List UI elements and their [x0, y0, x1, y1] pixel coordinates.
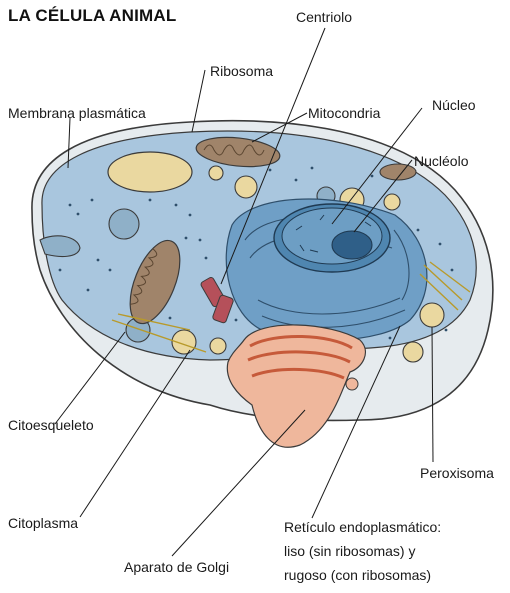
label-citoplasma: Citoplasma	[8, 514, 78, 532]
label-reticulo-line2: liso (sin ribosomas) y	[284, 542, 415, 560]
label-membrana-plasmatica: Membrana plasmática	[8, 104, 146, 122]
label-peroxisoma: Peroxisoma	[420, 464, 494, 482]
peroxisome	[420, 303, 444, 327]
label-mitocondria: Mitocondria	[308, 104, 380, 122]
lysosome	[109, 209, 139, 239]
nucleolus	[332, 231, 372, 259]
golgi-apparatus	[227, 325, 365, 447]
label-nucleo: Núcleo	[432, 96, 476, 114]
label-nucleolo: Nucléolo	[414, 152, 468, 170]
nucleus	[274, 204, 390, 272]
label-reticulo-line1: Retículo endoplasmático:	[284, 518, 441, 536]
vesicle	[403, 342, 423, 362]
vesicle	[235, 176, 257, 198]
label-aparato-golgi: Aparato de Golgi	[124, 558, 229, 576]
label-reticulo-line3: rugoso (con ribosomas)	[284, 566, 431, 584]
label-centriolo: Centriolo	[296, 8, 352, 26]
vesicle	[210, 338, 226, 354]
vesicle	[384, 194, 400, 210]
vesicle	[209, 166, 223, 180]
diagram-title: LA CÉLULA ANIMAL	[8, 6, 176, 26]
vacuole	[108, 152, 192, 192]
label-citoesqueleto: Citoesqueleto	[8, 416, 94, 434]
label-ribosoma: Ribosoma	[210, 62, 273, 80]
